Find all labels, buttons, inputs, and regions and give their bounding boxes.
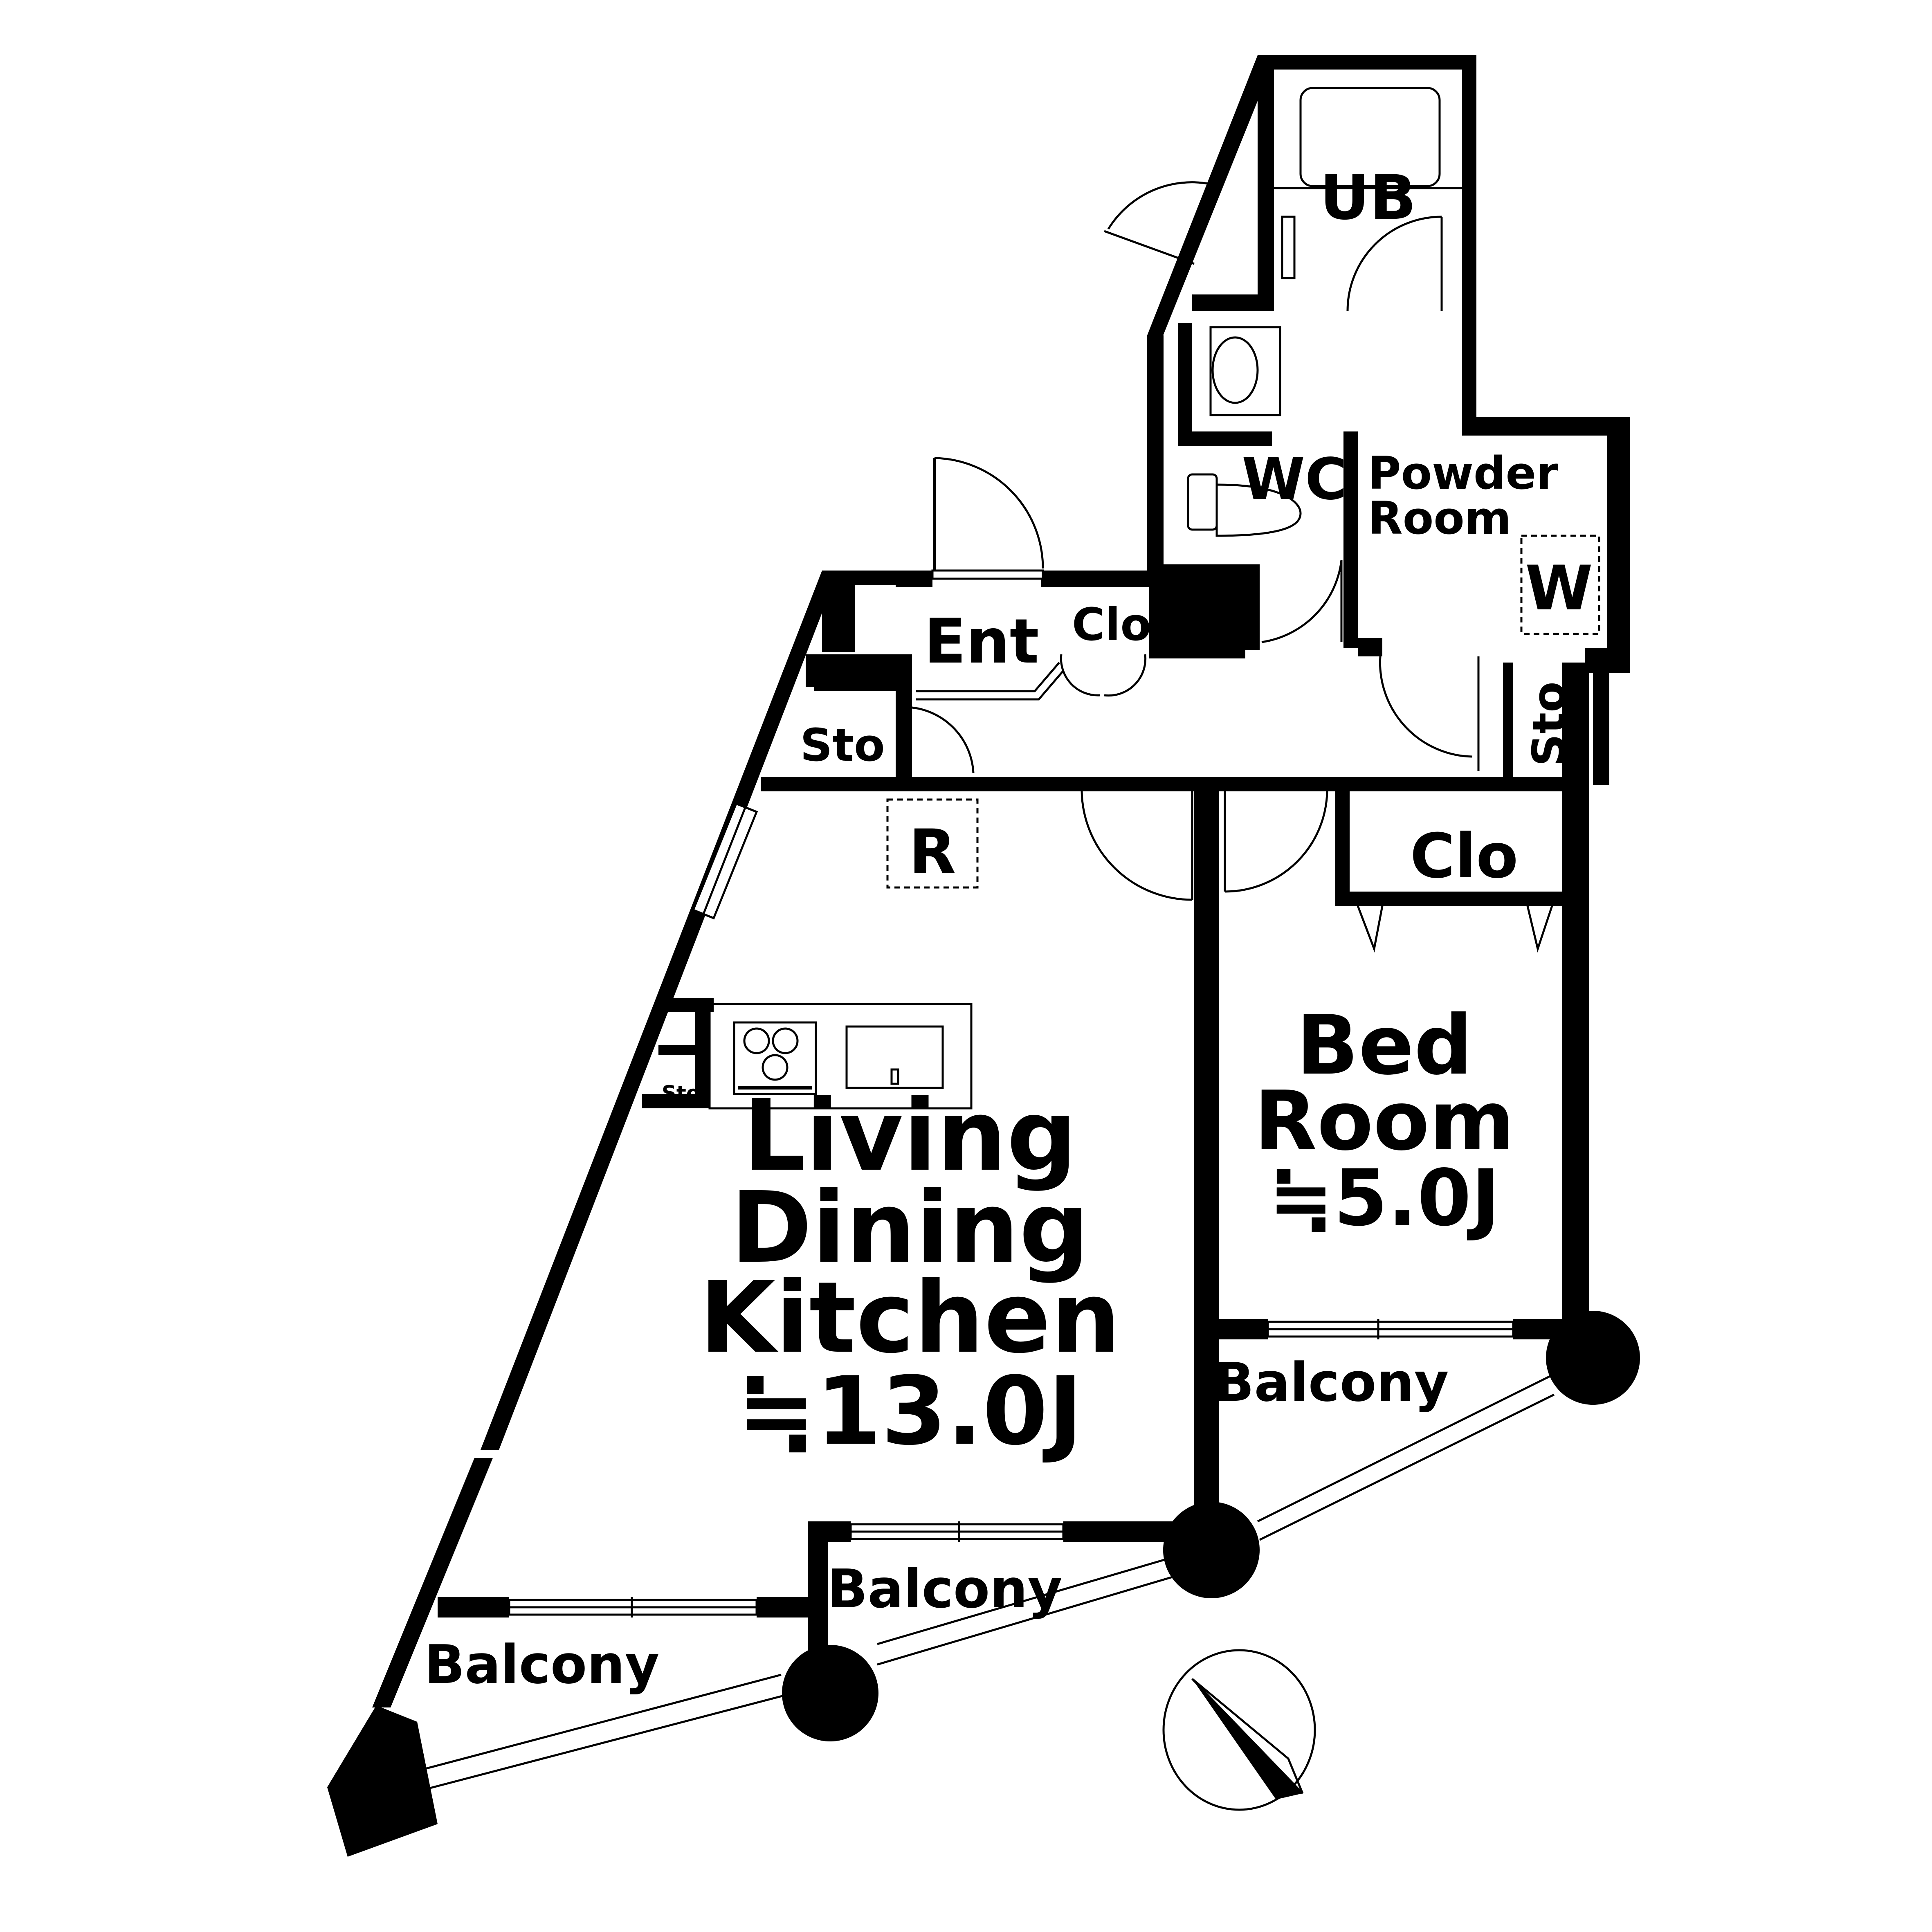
balcony-mid-label: Balcony [827,1558,1062,1620]
room-labels: UB WC Powder Room W Ent Clo Sto Sto R Cl… [424,162,1593,1696]
ub-label: UB [1320,162,1416,234]
powder-room-label-2: Room [1368,492,1511,544]
storage-kitchen-label: Sto [662,1081,700,1105]
closet-entrance-label: Clo [1072,598,1151,651]
entrance-label: Ent [924,606,1039,677]
balcony-left-label: Balcony [424,1633,659,1696]
powder-room-label: Powder [1368,447,1558,499]
balcony-right-label: Balcony [1213,1351,1449,1413]
bedroom-label-1: Bed [1296,998,1472,1093]
balcony-rails [417,1375,1555,1790]
bedroom-area: ≒5.0J [1269,1153,1500,1243]
ldk-area: ≒13.0J [737,1357,1083,1466]
compass-icon [1162,1649,1316,1811]
ldk-label-2: Dining [730,1170,1089,1285]
doors [912,181,1553,953]
ldk-label-3: Kitchen [699,1260,1121,1375]
fixtures [708,87,1600,1110]
closet-bedroom-label: Clo [1410,821,1519,892]
windows [508,802,1514,1617]
storage-entrance-label: Sto [800,719,885,771]
washer-label: W [1525,553,1593,624]
ldk-label-1: Living [743,1078,1077,1193]
wc-label: WC [1242,446,1347,513]
storage-hall-label: Sto [1523,681,1575,766]
bedroom-label-2: Room [1254,1074,1514,1169]
walls [327,55,1640,1857]
refrigerator-label: R [909,817,956,888]
